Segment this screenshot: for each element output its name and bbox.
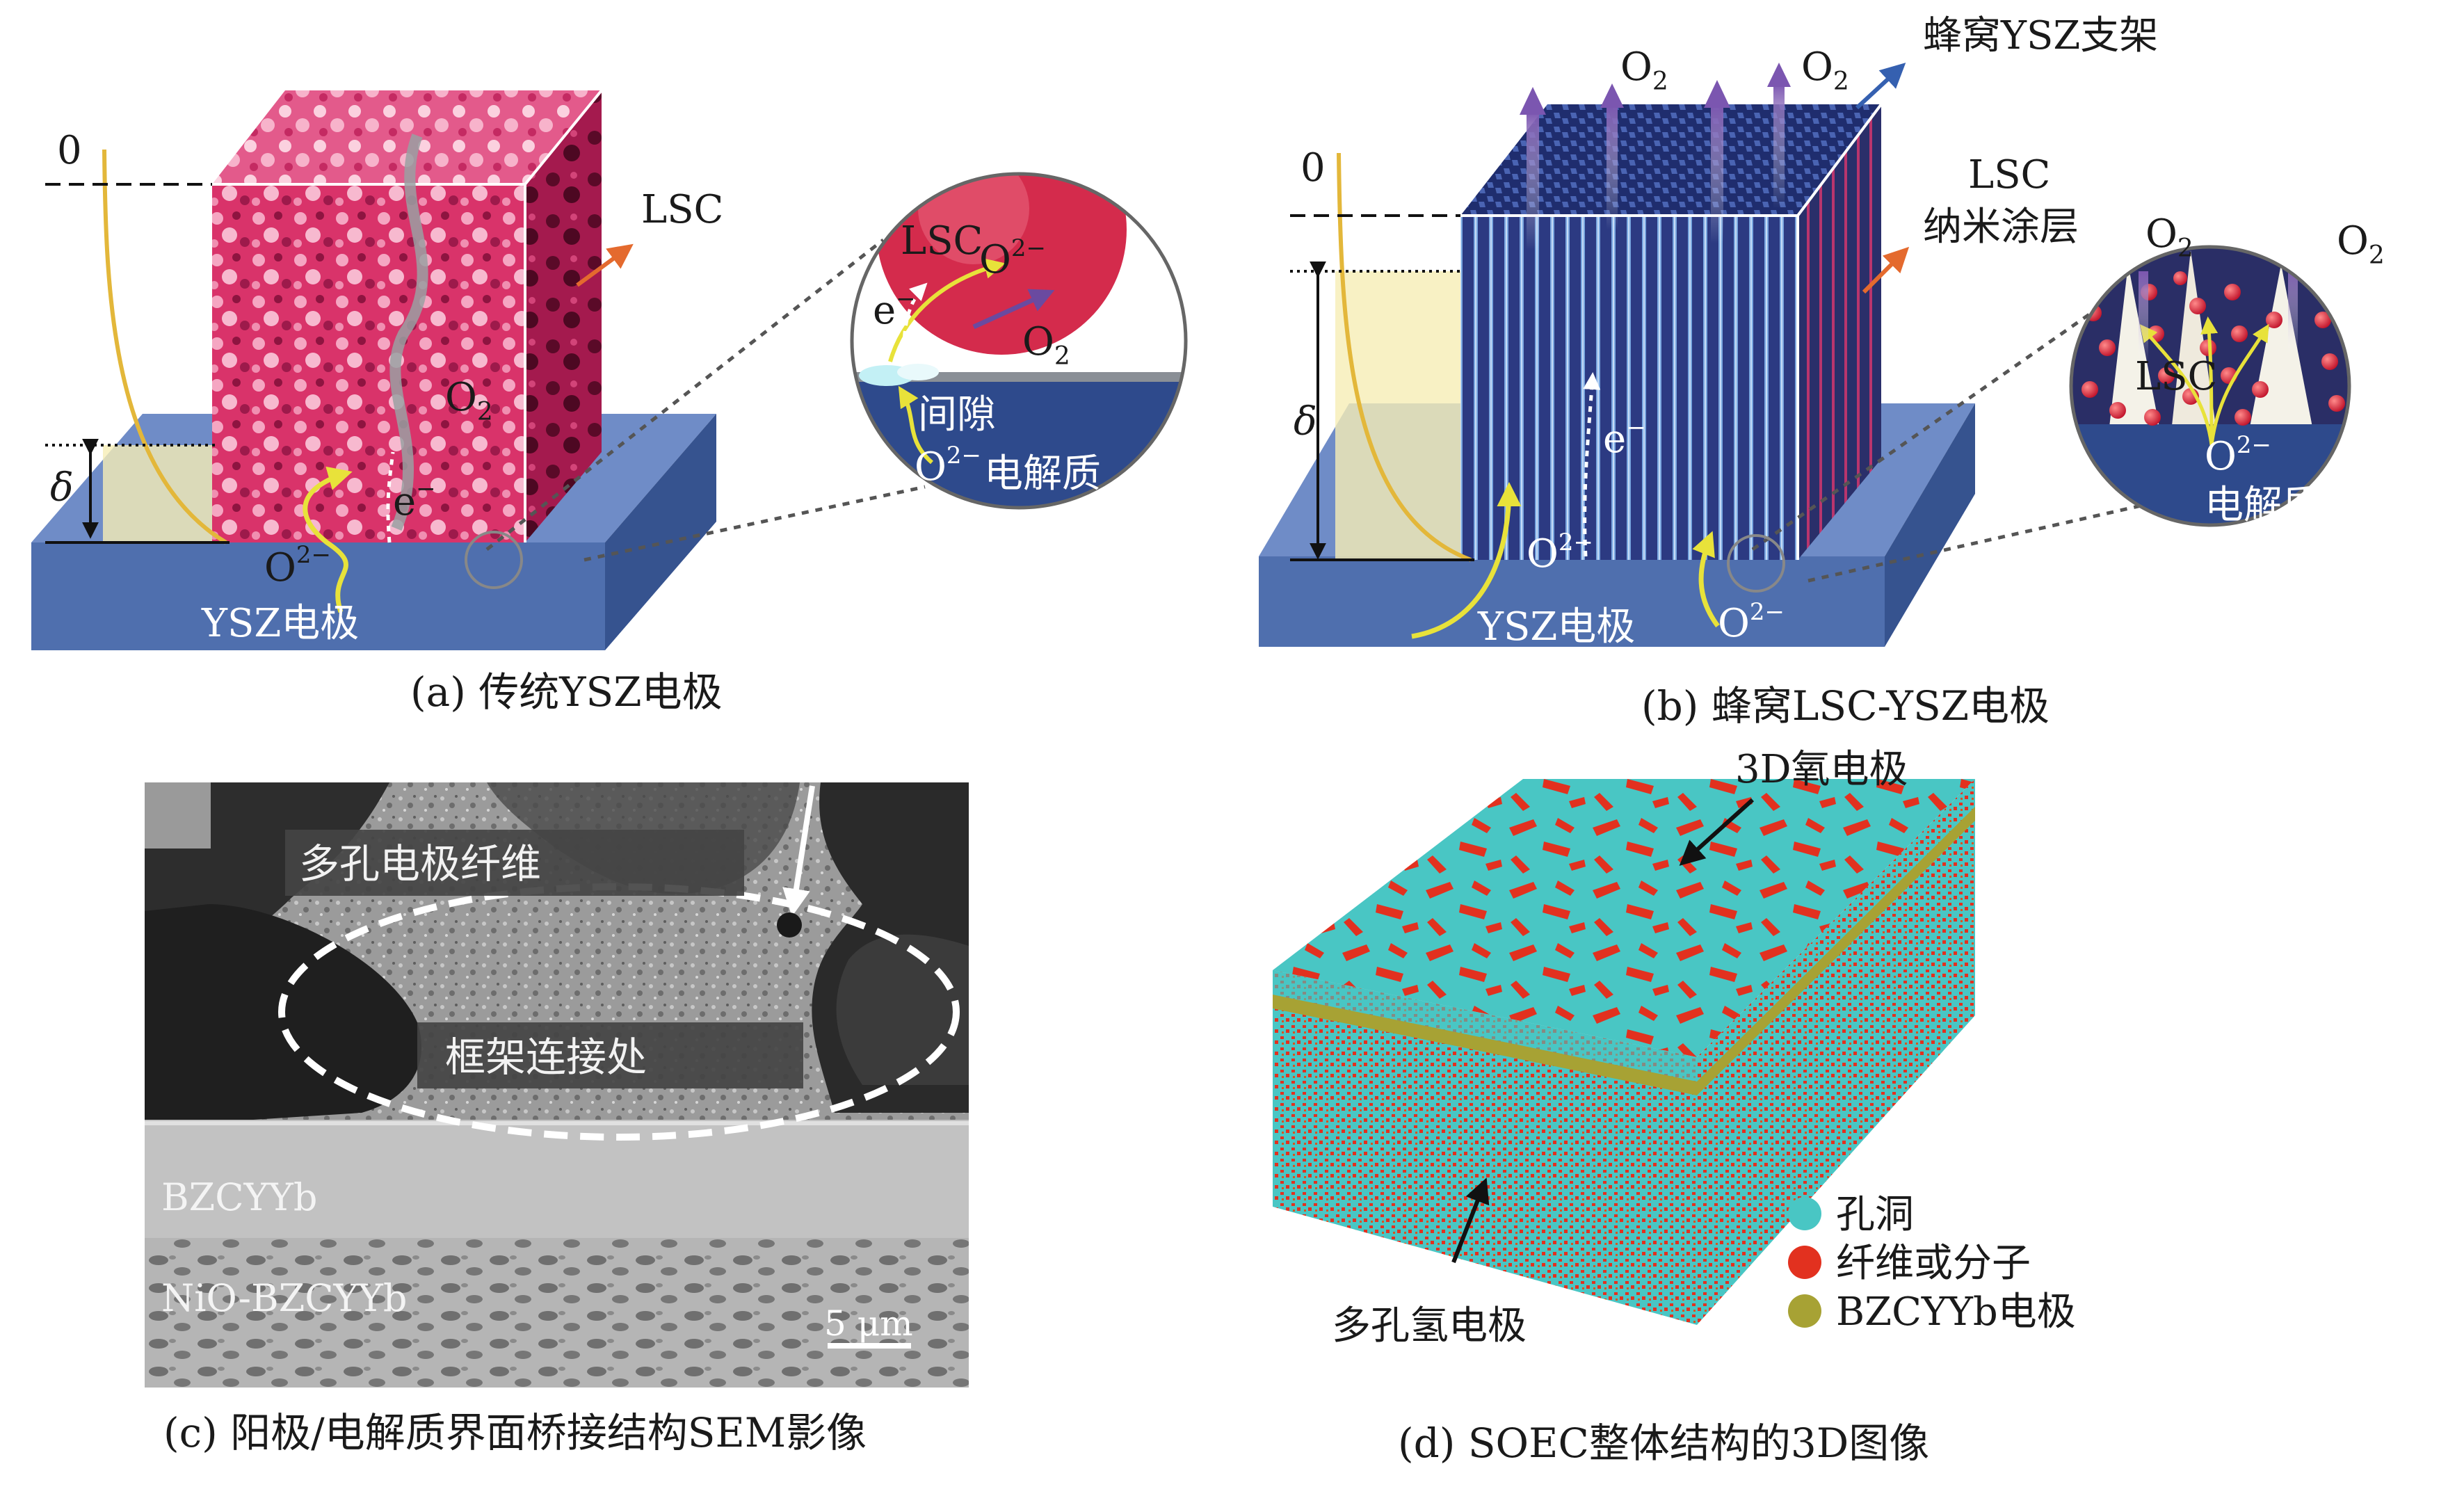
electron-path-b xyxy=(1583,372,1601,557)
zoom-electrolyte-label-b: 电解质 xyxy=(2205,483,2321,528)
zoom-lsc-label-b: LSC xyxy=(2135,354,2217,399)
ysz-substrate-label-a: YSZ电极 xyxy=(201,601,359,646)
lsc-cube xyxy=(212,89,603,542)
delta-label-a: δ xyxy=(50,465,74,510)
zoom-oxide-label-b: O2− xyxy=(2205,431,2271,479)
axis-zero-b: 0 xyxy=(1301,145,1326,191)
soec-block xyxy=(1273,779,1975,1325)
lsc-label-a: LSC xyxy=(641,187,723,232)
legend-label-bzcyyb: BZCYYb电极 xyxy=(1836,1289,2076,1335)
legend: 孔洞 纤维或分子 BZCYYb电极 xyxy=(1788,1192,2076,1335)
sem-layer2-label: NiO-BZCYYb xyxy=(161,1276,407,1320)
sem-scale-label: 5 μm xyxy=(824,1303,913,1344)
nano-coating-label: 纳米涂层 xyxy=(1923,204,2079,250)
zoom-gap-label-a: 间隙 xyxy=(918,392,996,437)
oxide-path-b2 xyxy=(1692,531,1720,628)
sem-image xyxy=(145,782,969,1388)
zoom-line-lower-a xyxy=(583,485,926,562)
lsc-pointer-a xyxy=(576,243,634,287)
scaffold-pointer xyxy=(1855,63,1906,110)
panel-d: 3D氧电极 多孔氢电极 孔洞 纤维或分子 BZCYYb电极 (d) SOEC整体… xyxy=(1273,747,2076,1467)
o2-flow-arrowhead-4 xyxy=(1600,83,1624,108)
delta-label-b: δ xyxy=(1294,399,1317,444)
gradient-zone-b xyxy=(1335,271,1460,560)
zoom-origin-a xyxy=(465,531,523,589)
concentration-plot-b xyxy=(1290,152,1474,562)
o2-label-b-right: O2 xyxy=(1801,45,1849,96)
o2-flow-arrowhead-1 xyxy=(1520,87,1546,115)
caption-a: (a) 传统YSZ电极 xyxy=(410,668,723,716)
legend-swatch-fiber xyxy=(1788,1246,1821,1279)
o2-flow-arrowhead-3 xyxy=(1767,63,1791,87)
sem-fiber-label: 多孔电极纤维 xyxy=(299,840,541,887)
zoom-lsc-label-a: LSC xyxy=(901,218,983,264)
o2-flow-arrow-4 xyxy=(1607,104,1618,230)
panel-b: O2 O2 蜂窝YSZ支架 LSC 纳米涂层 0 δ e− O2− O2− YS… xyxy=(1259,13,2385,730)
axis-zero-a: 0 xyxy=(57,128,82,173)
legend-item-fiber: 纤维或分子 xyxy=(1788,1241,2031,1286)
zoom-origin-b xyxy=(1727,534,1785,593)
oxide-path-a xyxy=(303,466,353,613)
o2-flow-arrow-2 xyxy=(1711,104,1723,243)
ysz-substrate-label-b: YSZ电极 xyxy=(1477,604,1635,650)
top-electrode-pointer xyxy=(1679,798,1755,866)
electron-path-a xyxy=(386,451,395,543)
zoom-o2m-label-a: O2− xyxy=(979,234,1046,282)
sem-layer1-label: BZCYYb xyxy=(161,1175,317,1219)
o2-flow-arrowhead-2 xyxy=(1704,80,1730,108)
oxide-label-b2: O2− xyxy=(1718,598,1785,646)
zoom-line-upper-b xyxy=(1751,290,2123,552)
zoom-oxide-label-a: O2− xyxy=(915,442,981,490)
legend-swatch-pore xyxy=(1788,1197,1821,1230)
zoom-e-label-a: e− xyxy=(873,285,916,333)
zoom-electrolyte-label-a: 电解质 xyxy=(984,451,1101,497)
legend-swatch-bzcyyb xyxy=(1788,1294,1821,1328)
legend-label-fiber: 纤维或分子 xyxy=(1836,1241,2031,1286)
concentration-plot-a xyxy=(45,149,230,545)
panel-c: 多孔电极纤维 框架连接处 BZCYYb NiO-BZCYYb 5 μm (c) … xyxy=(145,782,969,1456)
bottom-electrode-pointer xyxy=(1451,1177,1490,1264)
zoom-o2-label-a: O2 xyxy=(1022,319,1070,371)
electron-label-a: e− xyxy=(393,475,436,524)
oxide-path-b1 xyxy=(1411,482,1522,639)
panel-a: 0 δ LSC O2 e− O2− YSZ电极 xyxy=(31,89,1188,716)
top-electrode-label: 3D氧电极 xyxy=(1735,747,1908,792)
sem-joint-label: 框架连接处 xyxy=(445,1034,647,1081)
bottom-electrode-label: 多孔氢电极 xyxy=(1332,1303,1527,1349)
caption-b: (b) 蜂窝LSC-YSZ电极 xyxy=(1641,682,2050,730)
oxide-label-a: O2− xyxy=(264,541,331,590)
legend-item-pore: 孔洞 xyxy=(1788,1192,1914,1237)
o2-label-b-left: O2 xyxy=(1620,45,1668,96)
caption-d: (d) SOEC整体结构的3D图像 xyxy=(1398,1419,1929,1467)
zoom-oxide-path-a xyxy=(898,385,933,465)
scaffold-label: 蜂窝YSZ支架 xyxy=(1923,13,2158,58)
o2-flow-arrow-1 xyxy=(1527,111,1539,250)
zoom-o2-right-b: O2 xyxy=(2337,218,2385,270)
lsc-coating-pointer xyxy=(1862,246,1910,294)
zoom-line-lower-b xyxy=(1807,499,2164,583)
lsc-label-b: LSC xyxy=(1968,152,2050,198)
o2-flow-arrow-3 xyxy=(1773,83,1785,209)
honeycomb-scaffold xyxy=(1460,103,1883,560)
zoom-o2-left-b: O2 xyxy=(2145,211,2193,263)
caption-c: (c) 阳极/电解质界面桥接结构SEM影像 xyxy=(163,1409,867,1456)
legend-item-bzcyyb: BZCYYb电极 xyxy=(1788,1289,2076,1335)
o2-label-a: O2 xyxy=(445,375,493,426)
zoom-line-upper-a xyxy=(485,239,885,551)
oxide-label-b1: O2− xyxy=(1527,529,1593,577)
electron-label-b: e− xyxy=(1603,414,1646,462)
legend-label-pore: 孔洞 xyxy=(1836,1192,1914,1237)
gradient-zone-a xyxy=(103,445,218,542)
